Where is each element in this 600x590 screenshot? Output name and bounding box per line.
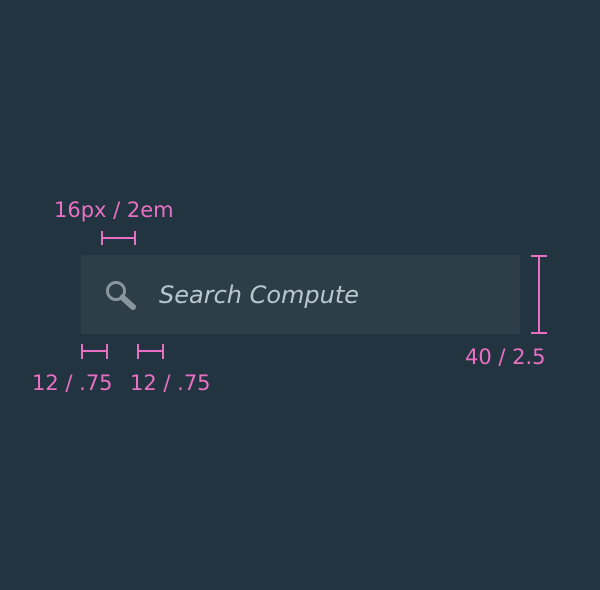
padding-left-label: 12 / .75 [32,371,113,395]
height-label: 40 / 2.5 [465,345,546,369]
search-input[interactable] [159,255,499,334]
padding-gap-label: 12 / .75 [130,371,211,395]
search-bar[interactable] [81,255,520,334]
icon-size-label: 16px / 2em [54,198,174,222]
padding-gap-marker [137,344,164,359]
search-icon[interactable] [104,279,138,311]
height-marker [531,255,547,334]
padding-left-marker [81,344,108,359]
icon-size-marker [101,231,136,245]
